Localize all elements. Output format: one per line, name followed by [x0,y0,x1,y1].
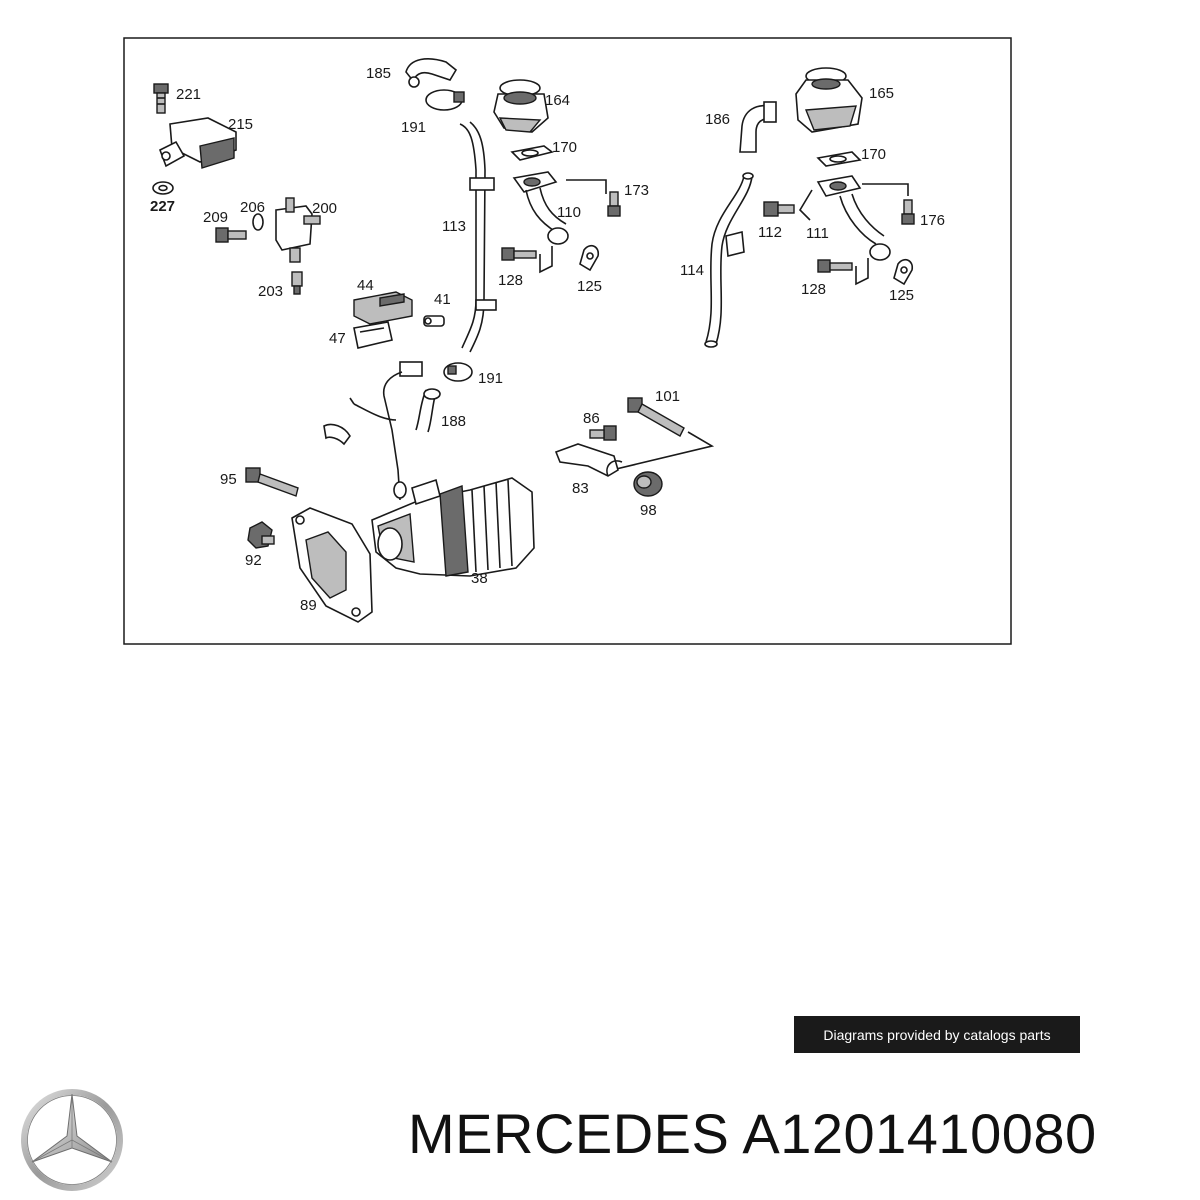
label-206: 206 [240,199,265,216]
part-128-bolt-left [501,246,553,274]
label-176: 176 [920,212,945,229]
label-111: 111 [806,225,829,242]
part-125-gasket-left [579,244,600,272]
mercedes-star-icon [21,1089,123,1191]
part-41-plug [423,315,445,327]
part-47-clip [353,321,393,349]
label-92: 92 [245,552,262,569]
label-101: 101 [655,388,680,405]
part-188-hose [415,388,441,433]
label-191-top: 191 [401,119,426,136]
label-44: 44 [357,277,374,294]
label-188: 188 [441,413,466,430]
label-128-right: 128 [801,281,826,298]
label-86: 86 [583,410,600,427]
part-191-clamp-top [425,89,465,111]
part-89-gasket [291,507,373,623]
part-221-bolt [153,83,169,114]
part-44-connector [353,291,413,325]
part-227-washer [152,181,174,195]
part-92-clip [247,521,275,549]
part-112-bolt [763,201,795,217]
part-191-clamp-lower [443,362,473,382]
part-101-bolt [611,397,715,471]
label-128-left: 128 [498,272,523,289]
part-86-bolt [589,425,617,441]
part-95-bolt [245,467,299,497]
label-200: 200 [312,200,337,217]
label-125-left: 125 [577,278,602,295]
part-83-bracket [554,443,623,477]
label-113: 113 [442,218,466,235]
label-170-right: 170 [861,146,886,163]
credit-badge: Diagrams provided by catalogs parts [794,1016,1080,1053]
label-110: 110 [557,204,581,221]
part-128-bolt-right [817,258,869,286]
label-186: 186 [705,111,730,128]
label-170-left: 170 [552,139,577,156]
label-112: 112 [758,224,782,241]
part-206-washer [252,213,264,231]
label-125-right: 125 [889,287,914,304]
part-164-valve [493,79,549,133]
parts-diagram: 221 215 227 206 200 209 203 185 191 164 … [123,37,1012,645]
part-170-gasket-left [510,145,554,161]
label-164: 164 [545,92,570,109]
part-110-pipe [512,171,569,245]
part-111-pipe [798,175,909,261]
label-227: 227 [150,198,175,215]
label-114: 114 [680,262,704,279]
part-203-connector [291,271,303,295]
label-41: 41 [434,291,451,308]
label-215: 215 [228,116,253,133]
part-215-sensor [158,117,237,169]
label-38: 38 [471,570,488,587]
part-185-hose [405,58,458,88]
part-200-valve [275,197,321,263]
label-221: 221 [176,86,201,103]
label-191-lower: 191 [478,370,503,387]
part-173-bolt [566,179,621,217]
part-125-gasket-right [893,258,914,286]
label-89: 89 [300,597,317,614]
label-173: 173 [624,182,649,199]
part-113-pipe [459,121,497,353]
label-83: 83 [572,480,589,497]
label-203: 203 [258,283,283,300]
part-114-pipe [704,172,754,348]
parts-diagram-svg: 221 215 227 206 200 209 203 185 191 164 … [123,37,1012,645]
label-165: 165 [869,85,894,102]
label-98: 98 [640,502,657,519]
label-95: 95 [220,471,237,488]
part-98-mount [633,471,663,497]
part-38-air-pump [371,477,535,577]
label-47: 47 [329,330,346,347]
part-170-gasket-right [816,151,862,167]
label-209: 209 [203,209,228,226]
product-title: MERCEDES A1201410080 [408,1102,1097,1165]
part-176-bolt [901,199,915,225]
wiring-harness [323,361,423,501]
label-185: 185 [366,65,391,82]
part-165-valve [795,67,863,133]
part-209-bolt [215,227,247,243]
part-186-elbow [739,101,777,153]
